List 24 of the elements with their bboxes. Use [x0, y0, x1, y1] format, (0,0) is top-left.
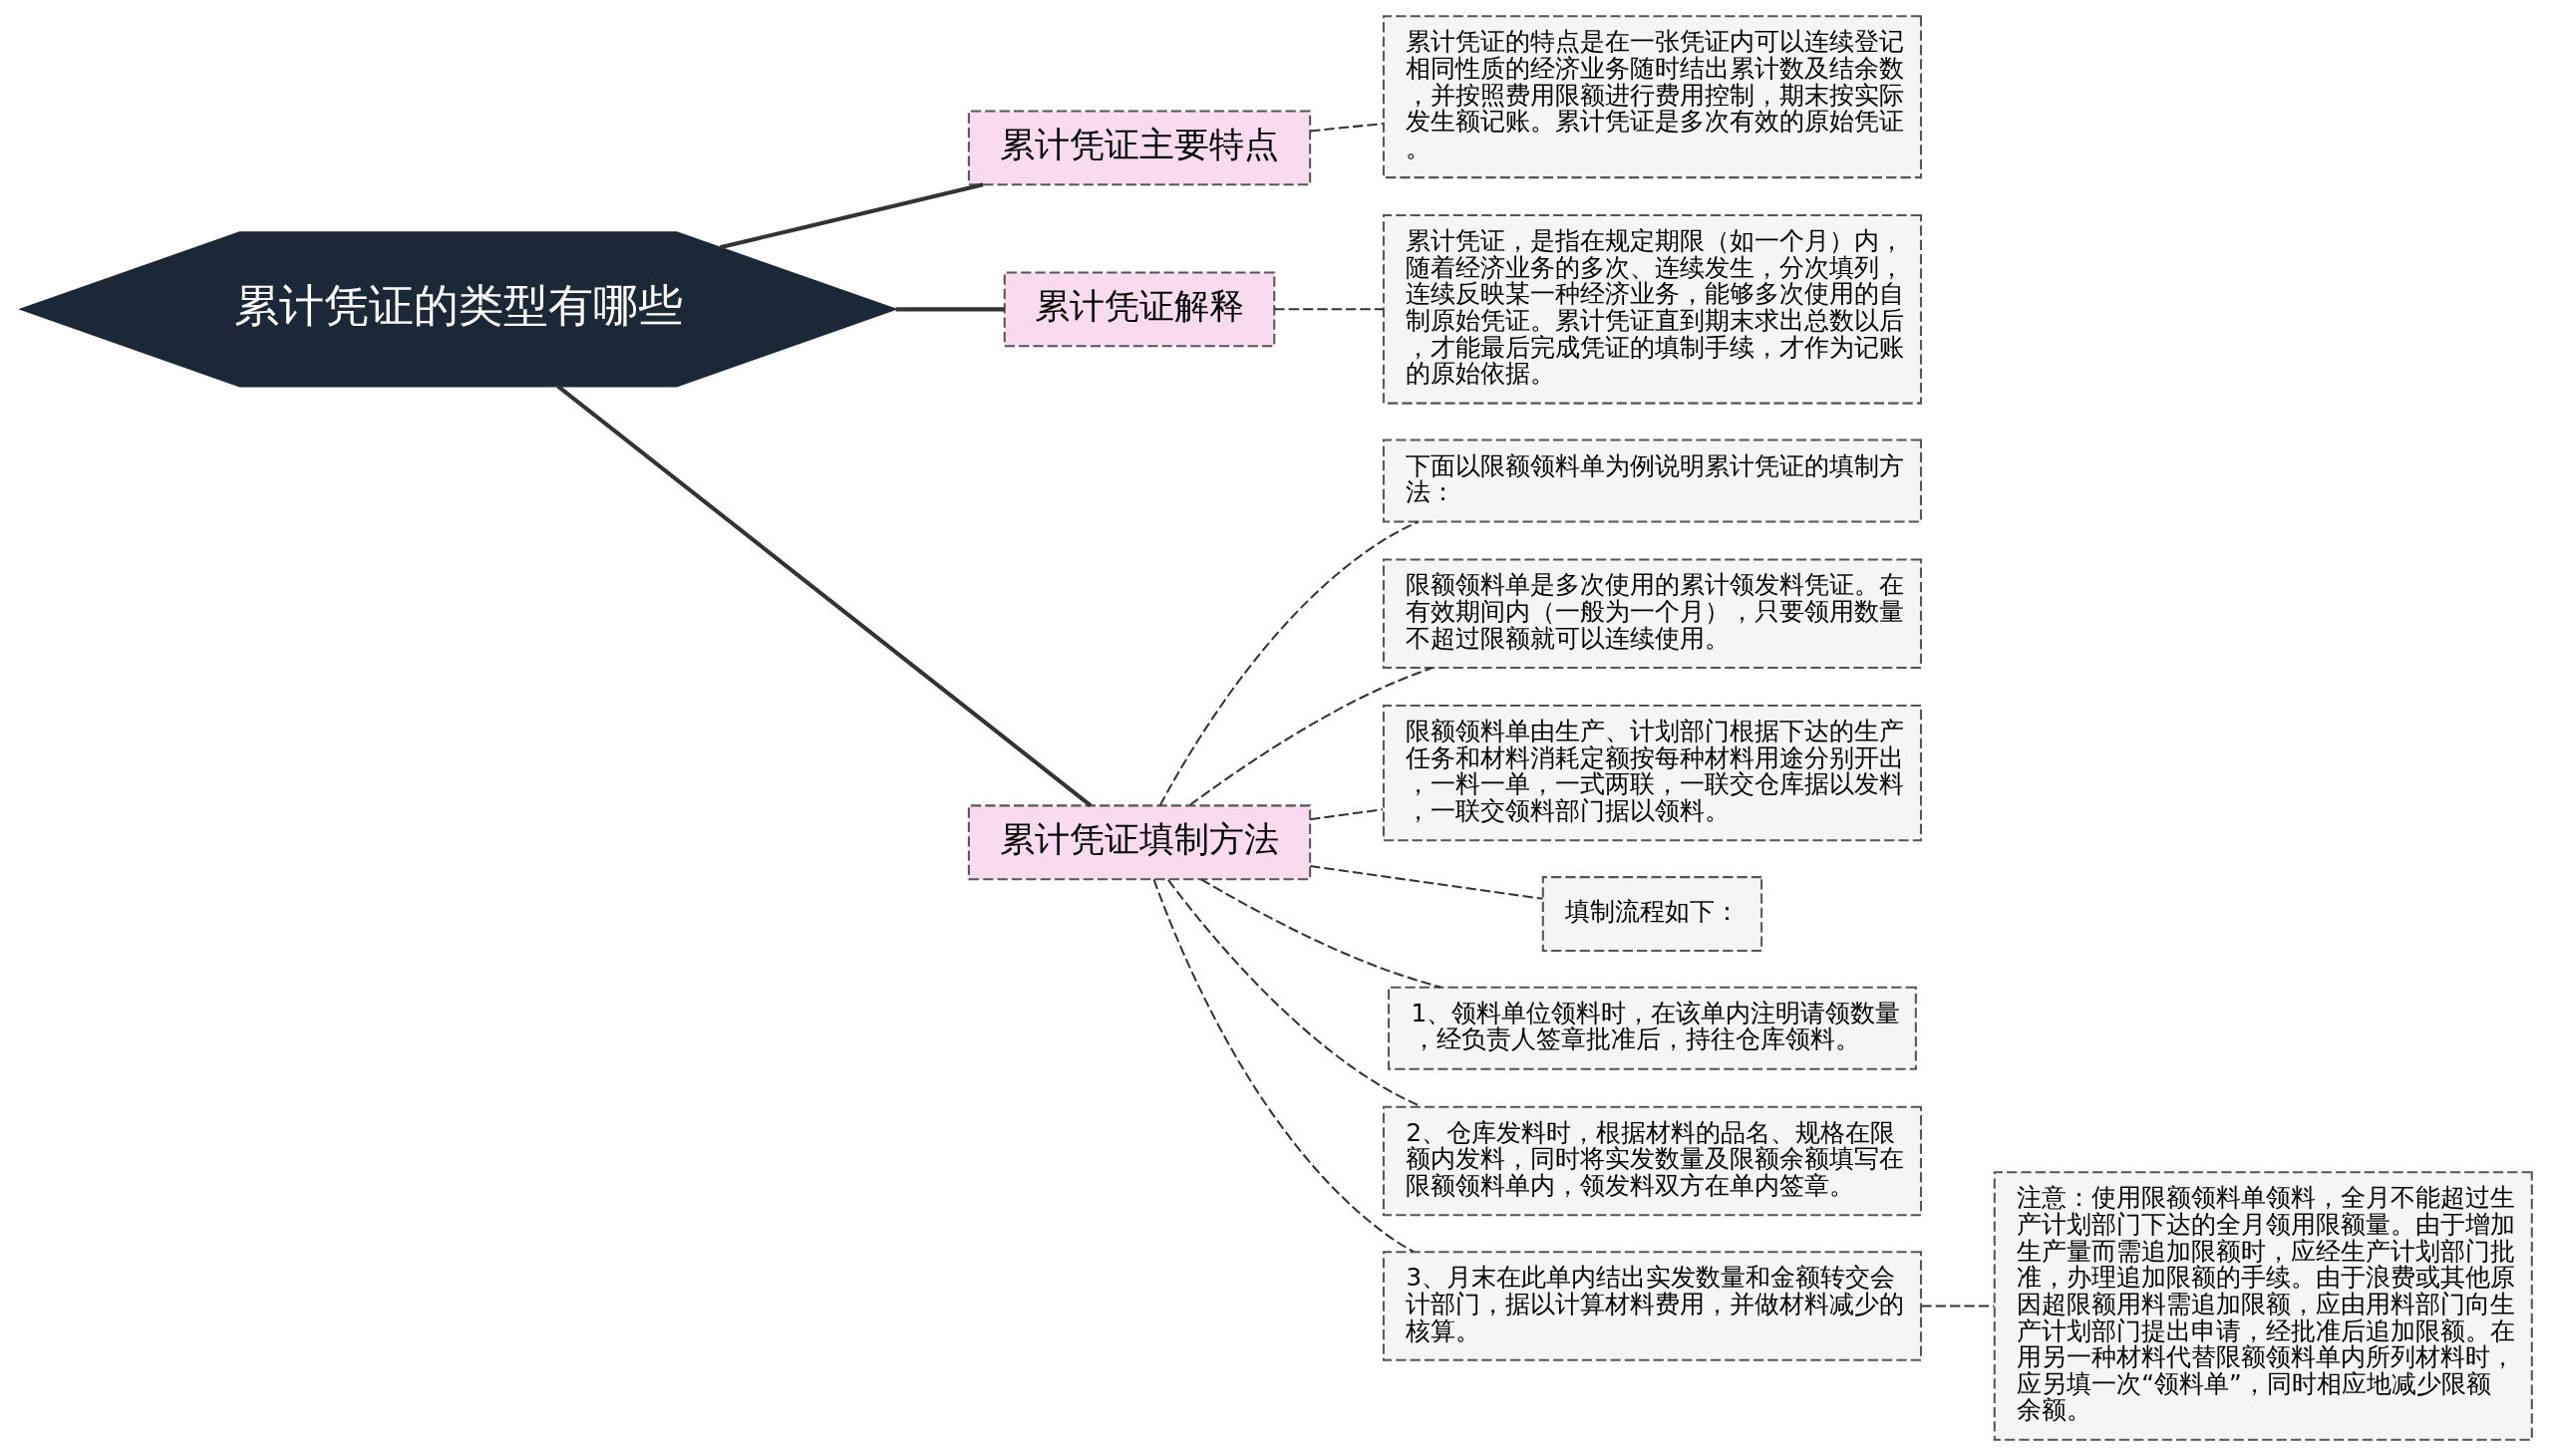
- node-box: 1、领料单位领料时，在该单内注明请领数量，经负责人签章批准后，持往仓库领料。: [1387, 986, 1917, 1070]
- node-box: 累计凭证主要特点: [967, 110, 1311, 186]
- connector: [1199, 878, 1440, 989]
- node-box: 3、月末在此单内结出实发数量和金额转交会计部门，据以计算材料费用，并做材料减少的核算。: [1382, 1251, 1922, 1361]
- node-box: 填制流程如下：: [1541, 876, 1762, 952]
- node-box: 限额领料单是多次使用的累计领发料凭证。在有效期间内（一般为一个月），只要领用数量不超过限额就可以连续使用。: [1382, 558, 1922, 670]
- connector: [1158, 520, 1419, 806]
- node-box: 限额领料单由生产、计划部门根据下达的生产任务和材料消耗定额按每种材料用途分别开出，一料一单，一式两联，一联交仓库据以发料，一联交领料部门据以领料。: [1382, 704, 1922, 842]
- connector: [1152, 879, 1414, 1253]
- connector: [1309, 808, 1383, 821]
- connector: [556, 384, 1092, 807]
- node-box: 累计凭证的特点是在一张凭证内可以连续登记相同性质的经济业务随时结出累计数及结余数，并按照费用限额进行费用控制，期末按实际发生额记账。累计凭证是多次有效的原始凭证。: [1382, 15, 1922, 179]
- node-box: 下面以限额领料单为例说明累计凭证的填制方法：: [1382, 438, 1922, 523]
- node-box: 2、仓库发料时，根据材料的品名、规格在限额内发料，同时将实发数量及限额余额填写在限额领料单内，领发料双方在单内签章。: [1382, 1105, 1922, 1217]
- connector: [1309, 865, 1543, 900]
- connector: [719, 182, 984, 250]
- connector: [1274, 308, 1383, 311]
- connector: [1309, 123, 1383, 133]
- node-box: 累计凭证填制方法: [967, 804, 1311, 881]
- connector: [895, 307, 1004, 312]
- node-box: 累计凭证，是指在规定期限（如一个月）内，随着经济业务的多次、连续发生，分次填列，连续反映某一种经济业务，能够多次使用的自制原始凭证。累计凭证直到期末求出总数以后，才能最后完成凭证的填制手续，才作为记账的原始依据。: [1382, 214, 1922, 405]
- node-box: 累计凭证解释: [1003, 271, 1275, 348]
- connector: [1920, 1305, 1994, 1308]
- node-box: 注意：使用限额领料单领料，全月不能超过生产计划部门下达的全月领用限额量。由于增加生产量而需追加限额时，应经生产计划部门批准，办理追加限额的手续。由于浪费或其他原因超限额用料需追加限额，应由用料部门向生产计划部门提出申请，经批准后追加限额。在用另一种材料代替限额领料单内所列材料时，应另填一次“领料单”，同时相应地减少限额余额。: [1993, 1171, 2533, 1441]
